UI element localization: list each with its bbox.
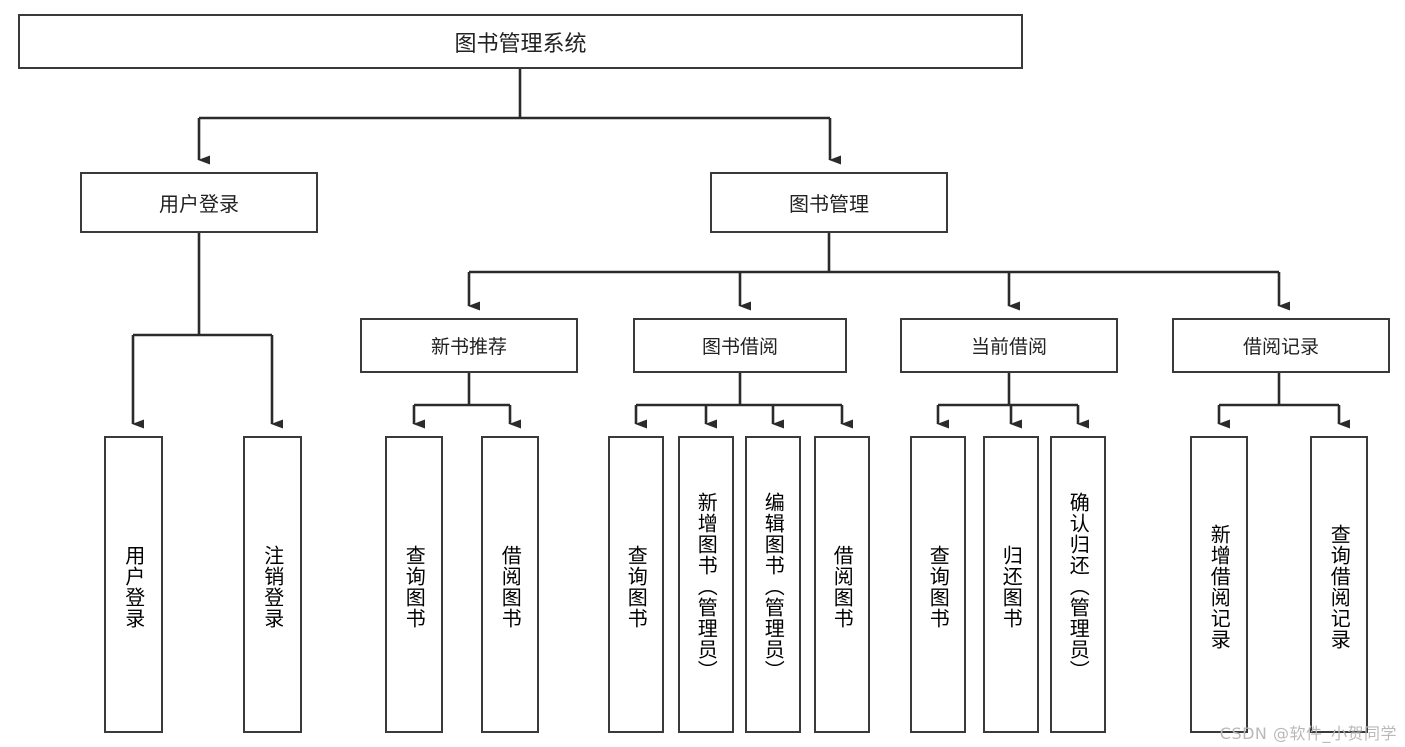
- leaf-node[interactable]: 借阅图书: [481, 436, 539, 733]
- node-label: 图书借阅: [701, 336, 778, 358]
- node-label: 新书推荐: [430, 336, 507, 358]
- leaf-node[interactable]: 查询图书: [608, 436, 664, 733]
- leaf-node[interactable]: 注销登录: [243, 436, 302, 733]
- node-label: 图书管理: [789, 192, 869, 216]
- node-level1-0[interactable]: 用户登录: [80, 172, 318, 233]
- leaf-node[interactable]: 归还图书: [983, 436, 1039, 733]
- leaf-node[interactable]: 查询图书: [910, 436, 966, 733]
- leaf-node[interactable]: 确认归还（管理员）: [1050, 436, 1106, 733]
- leaf-node[interactable]: 编辑图书（管理员）: [745, 436, 801, 733]
- node-level2-3[interactable]: 借阅记录: [1172, 318, 1390, 373]
- node-root[interactable]: 图书管理系统: [18, 14, 1023, 69]
- leaf-label: 编辑图书（管理员）: [761, 492, 786, 681]
- leaf-label: 注销登录: [260, 544, 285, 629]
- leaf-node[interactable]: 查询图书: [385, 436, 443, 733]
- leaf-label: 归还图书: [999, 544, 1024, 629]
- leaf-node[interactable]: 新增借阅记录: [1190, 436, 1248, 733]
- leaf-node[interactable]: 用户登录: [104, 436, 163, 733]
- leaf-label: 新增借阅记录: [1207, 523, 1232, 650]
- leaf-label: 借阅图书: [498, 544, 523, 629]
- leaf-label: 查询图书: [402, 544, 427, 629]
- node-label: 借阅记录: [1242, 336, 1319, 358]
- leaf-node[interactable]: 新增图书（管理员）: [678, 436, 734, 733]
- leaf-label: 查询借阅记录: [1327, 523, 1352, 650]
- node-label: 用户登录: [159, 192, 239, 216]
- leaf-label: 借阅图书: [830, 544, 855, 629]
- node-level2-2[interactable]: 当前借阅: [900, 318, 1118, 373]
- node-level2-0[interactable]: 新书推荐: [360, 318, 578, 373]
- leaf-label: 确认归还（管理员）: [1066, 492, 1091, 681]
- node-label: 图书管理系统: [454, 31, 587, 57]
- leaf-label: 新增图书（管理员）: [694, 492, 719, 681]
- leaf-label: 查询图书: [926, 544, 951, 629]
- node-level2-1[interactable]: 图书借阅: [633, 318, 847, 373]
- leaf-label: 查询图书: [624, 544, 649, 629]
- leaf-node[interactable]: 查询借阅记录: [1310, 436, 1368, 733]
- node-level1-1[interactable]: 图书管理: [710, 172, 948, 233]
- node-label: 当前借阅: [970, 336, 1047, 358]
- watermark-text: CSDN @软件_小贺同学: [1219, 724, 1397, 743]
- leaf-node[interactable]: 借阅图书: [814, 436, 870, 733]
- leaf-label: 用户登录: [121, 544, 146, 629]
